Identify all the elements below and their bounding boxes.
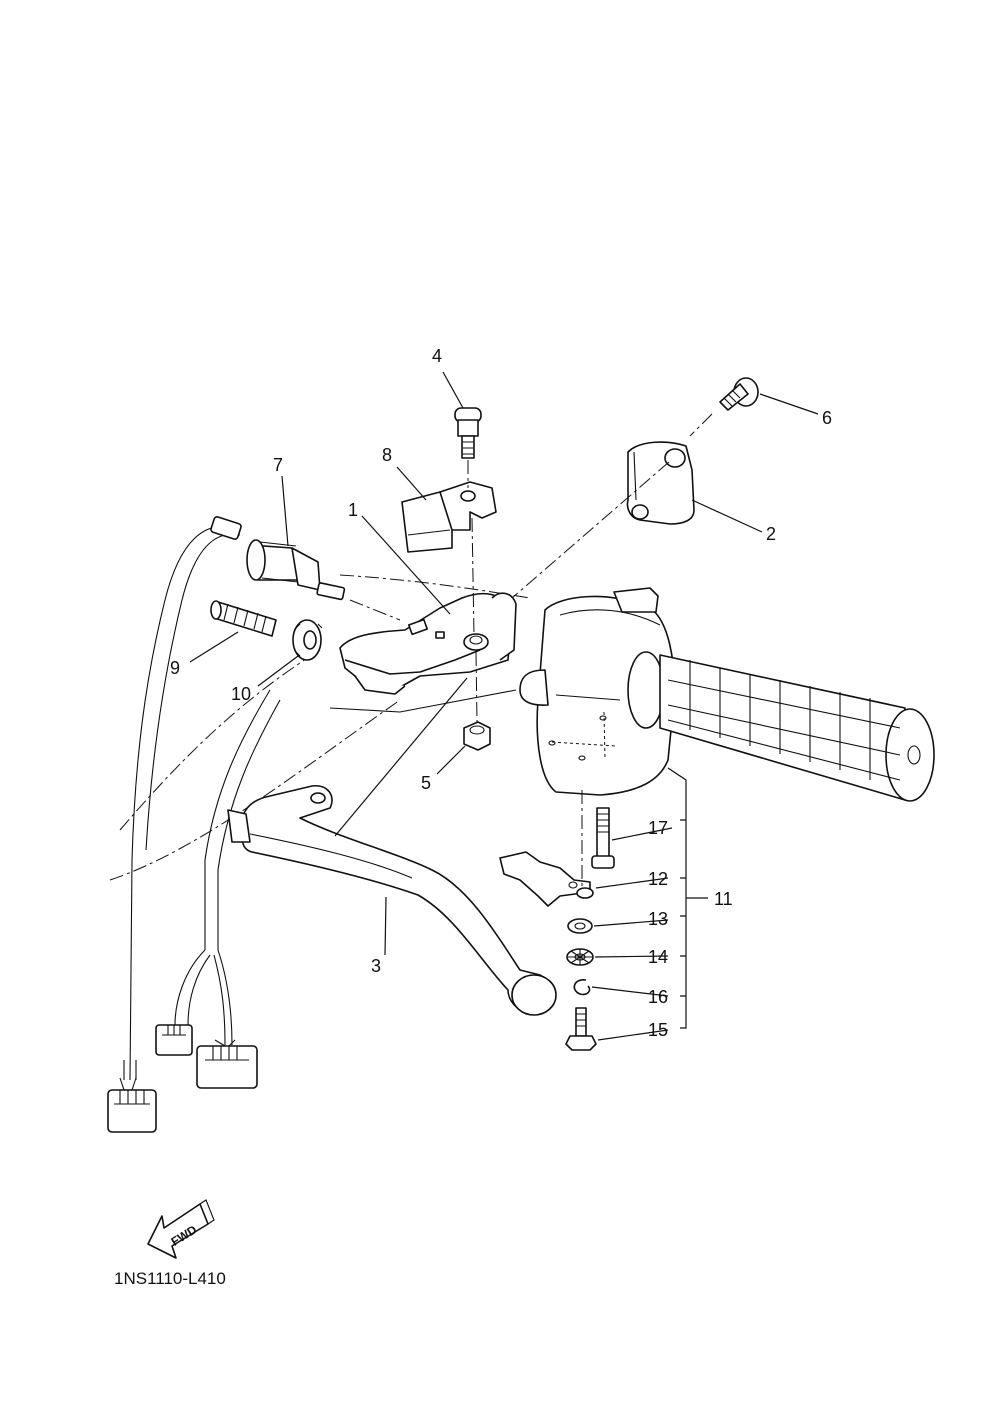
lever-holder-part-1 (339, 592, 517, 695)
callout-5: 5 (421, 773, 431, 793)
connector-bottom (107, 1089, 157, 1133)
bracket-part-12 (499, 851, 594, 907)
assembly-lines (349, 413, 713, 886)
callout-2: 2 (766, 524, 776, 544)
washer-part-13 (567, 918, 593, 934)
nut-part-5 (463, 721, 491, 751)
clamp-part-2 (626, 441, 695, 525)
callout-11: 11 (714, 889, 733, 909)
lock-washer-part-14 (566, 948, 594, 966)
pivot-bolt-part-4 (454, 407, 482, 459)
bolt-part-6 (719, 377, 759, 411)
callout-1: 1 (348, 500, 358, 520)
adjuster-bolt-part-9 (210, 600, 277, 637)
callout-labels: 4 6 2 7 8 1 9 10 5 3 17 12 11 13 14 16 1… (170, 346, 832, 1040)
clutch-lever-part-3 (227, 689, 557, 1016)
locknut-part-10 (292, 619, 323, 661)
callout-14: 14 (648, 947, 668, 967)
callout-3: 3 (371, 956, 381, 976)
forward-arrow: FWD (147, 1199, 215, 1259)
diagram-code: 1NS1110-L410 (114, 1269, 226, 1288)
screw-part-15 (565, 1007, 597, 1051)
assembly-bracket-11 (667, 767, 708, 1029)
callout-10: 10 (231, 684, 251, 704)
callout-12: 12 (648, 869, 668, 889)
callout-15: 15 (648, 1020, 668, 1040)
connector-large (196, 1045, 258, 1089)
wiring-harness (107, 525, 281, 1133)
callout-17: 17 (648, 818, 668, 838)
clutch-switch-part-7 (210, 516, 346, 601)
callout-7: 7 (273, 455, 283, 475)
callout-9: 9 (170, 658, 180, 678)
switch-bracket-part-8 (401, 481, 497, 553)
fwd-arrow-icon (147, 1203, 209, 1259)
screw-part-17 (591, 807, 615, 869)
callout-16: 16 (648, 987, 668, 1007)
leader-lines (189, 371, 819, 1041)
switch-housing (519, 587, 676, 796)
callout-6: 6 (822, 408, 832, 428)
callout-8: 8 (382, 445, 392, 465)
handlebar-grip (627, 651, 935, 802)
callout-4: 4 (432, 346, 442, 366)
callout-13: 13 (648, 909, 668, 929)
spring-washer-part-16 (573, 979, 591, 996)
